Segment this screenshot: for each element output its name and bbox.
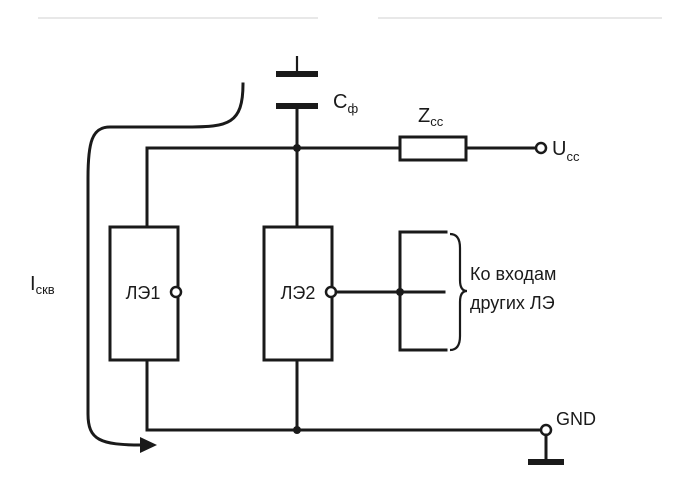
current-path — [86, 82, 245, 447]
junction-ground — [293, 426, 301, 434]
element-1-output-pin — [169, 285, 183, 299]
junction-supply — [293, 144, 301, 152]
supply-label-sub: cc — [566, 149, 580, 164]
impedance-label: Zcc — [418, 105, 444, 129]
capacitor-label: Cф — [333, 91, 358, 116]
element-1-label: ЛЭ1 — [126, 283, 161, 303]
fanout-note-line-1: Ко входам — [470, 264, 556, 284]
current-label: Iскв — [30, 273, 55, 297]
element-2-label: ЛЭ2 — [281, 283, 316, 303]
supply-terminal — [534, 141, 548, 155]
logic-element-1 — [108, 225, 180, 362]
impedance-label-sub: cc — [430, 114, 444, 129]
current-label-sub: скв — [36, 282, 55, 297]
impedance-resistor — [398, 135, 468, 162]
fanout-brace — [449, 232, 468, 352]
logic-element-2 — [262, 225, 334, 362]
capacitor-label-sub: ф — [347, 101, 358, 116]
ground-label: GND — [556, 409, 596, 429]
fanout-note-line-2: других ЛЭ — [470, 293, 555, 313]
supply-label: Ucc — [552, 138, 580, 164]
current-arrowhead — [140, 437, 157, 453]
fanout-bracket — [398, 230, 448, 352]
